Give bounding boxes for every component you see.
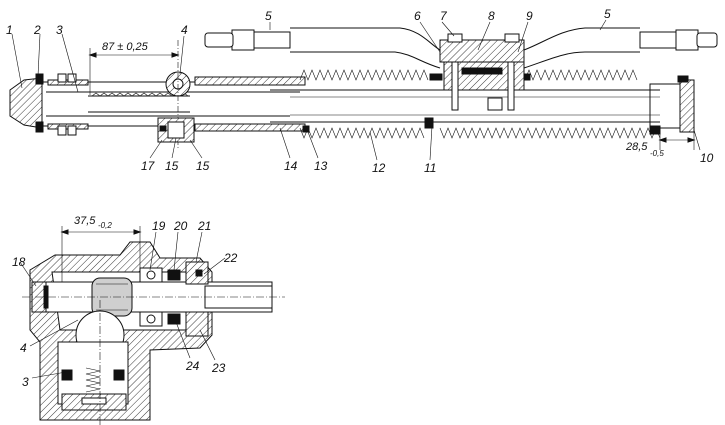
dim-arrow xyxy=(133,229,142,235)
mount-seal xyxy=(461,67,503,75)
dim-arrow xyxy=(88,52,97,58)
callout-6: 6 xyxy=(414,9,421,23)
callout-20: 20 xyxy=(173,219,188,233)
plunger-seal-left xyxy=(61,369,73,381)
dim-arrow xyxy=(60,229,69,235)
dim-87-label: 87 ± 0,25 xyxy=(102,41,149,53)
tie-rod-right-end xyxy=(696,32,718,48)
callout-5-right: 5 xyxy=(604,7,611,21)
tie-rod-left-nut xyxy=(231,29,255,51)
rack-tube xyxy=(270,89,660,123)
callout-12: 12 xyxy=(372,161,386,175)
boot-clamp xyxy=(424,117,434,129)
dim-arrow xyxy=(687,137,696,143)
rack-bar xyxy=(88,95,190,113)
callout-15b: 15 xyxy=(165,159,179,173)
callout-3b: 3 xyxy=(22,375,29,389)
dim-28-label: 28,5 xyxy=(625,141,648,153)
plunger-spring xyxy=(85,367,101,393)
bolt-shank xyxy=(451,61,459,111)
boot-right-upper xyxy=(524,69,638,81)
callout-21: 21 xyxy=(197,219,211,233)
dim-arrow xyxy=(658,137,667,143)
callout-1: 1 xyxy=(6,23,13,37)
boot-lower xyxy=(299,127,425,139)
bolt-head xyxy=(504,33,520,43)
callout-11: 11 xyxy=(424,161,436,175)
callout-10: 10 xyxy=(700,151,714,165)
housing-end-cap xyxy=(9,77,43,129)
callout-18: 18 xyxy=(12,255,26,269)
callout-14: 14 xyxy=(284,159,298,173)
dimension-labels: 87 ± 0,25 28,5 -0,5 37,5 -0,2 xyxy=(74,41,664,230)
boot-upper xyxy=(299,69,429,81)
leader-lines-top xyxy=(11,19,701,161)
boot-right-lower xyxy=(439,127,661,139)
callout-5-left: 5 xyxy=(265,9,272,23)
callout-13: 13 xyxy=(314,159,328,173)
seal-24 xyxy=(167,313,181,325)
tie-rod-right-sleeve xyxy=(639,31,677,49)
tie-rod-left-end xyxy=(204,32,234,48)
rack-tube-inner xyxy=(290,96,660,116)
housing-lug xyxy=(67,73,77,83)
callout-4b: 4 xyxy=(20,341,27,355)
callout-labels: 1 2 3 4 5 5 6 7 8 9 10 11 12 13 14 15 17… xyxy=(6,7,714,389)
bolt-shank xyxy=(507,61,515,111)
plunger-bore xyxy=(167,121,185,139)
housing-wall-lower xyxy=(194,123,306,132)
callout-8: 8 xyxy=(488,9,495,23)
housing-lug xyxy=(57,73,67,83)
bolt-head xyxy=(447,33,463,43)
tie-rod-right-nut xyxy=(675,29,699,51)
dim-37-tolerance: -0,2 xyxy=(98,221,112,230)
right-end-clamp xyxy=(677,75,689,83)
pinion-cross-section xyxy=(19,226,285,425)
callout-23: 23 xyxy=(211,361,226,375)
nut-23 xyxy=(185,311,209,337)
mount-plate xyxy=(487,97,503,111)
dim-37-label: 37,5 xyxy=(74,215,96,227)
plunger-seal-right xyxy=(113,369,125,381)
rack-housing-section xyxy=(9,19,718,161)
dim-arrow xyxy=(171,52,180,58)
callout-2: 2 xyxy=(33,23,41,37)
callout-7: 7 xyxy=(440,9,448,23)
boot-clamp xyxy=(302,125,310,133)
tie-rod-left xyxy=(290,27,441,69)
end-cap-ring xyxy=(35,73,44,85)
callout-22: 22 xyxy=(223,251,238,265)
callout-17: 17 xyxy=(141,159,156,173)
tie-rod-mount-block xyxy=(439,39,525,63)
housing-lug xyxy=(57,125,67,136)
callout-3: 3 xyxy=(56,23,63,37)
housing-wall-upper xyxy=(194,76,306,86)
leader-lines-bottom xyxy=(19,231,226,379)
callout-19: 19 xyxy=(152,219,166,233)
bearing-ball xyxy=(146,270,156,280)
bearing-ball xyxy=(146,314,156,324)
callout-15: 15 xyxy=(196,159,210,173)
callout-9: 9 xyxy=(526,9,533,23)
tie-rod-left-sleeve xyxy=(253,31,291,49)
end-cap-ring-lower xyxy=(35,121,44,133)
tie-rod-right xyxy=(523,27,640,69)
boot-clamp xyxy=(429,73,443,81)
housing-lug xyxy=(67,125,77,136)
dim-28-tolerance: -0,5 xyxy=(650,149,664,158)
right-end-clamp xyxy=(649,125,661,135)
callout-4: 4 xyxy=(181,23,188,37)
plunger-seal xyxy=(159,125,167,132)
o-ring-22 xyxy=(195,269,203,277)
cover-slot xyxy=(81,397,107,405)
seal-20 xyxy=(167,269,181,281)
right-end-cap xyxy=(679,79,695,133)
callout-24: 24 xyxy=(185,359,200,373)
